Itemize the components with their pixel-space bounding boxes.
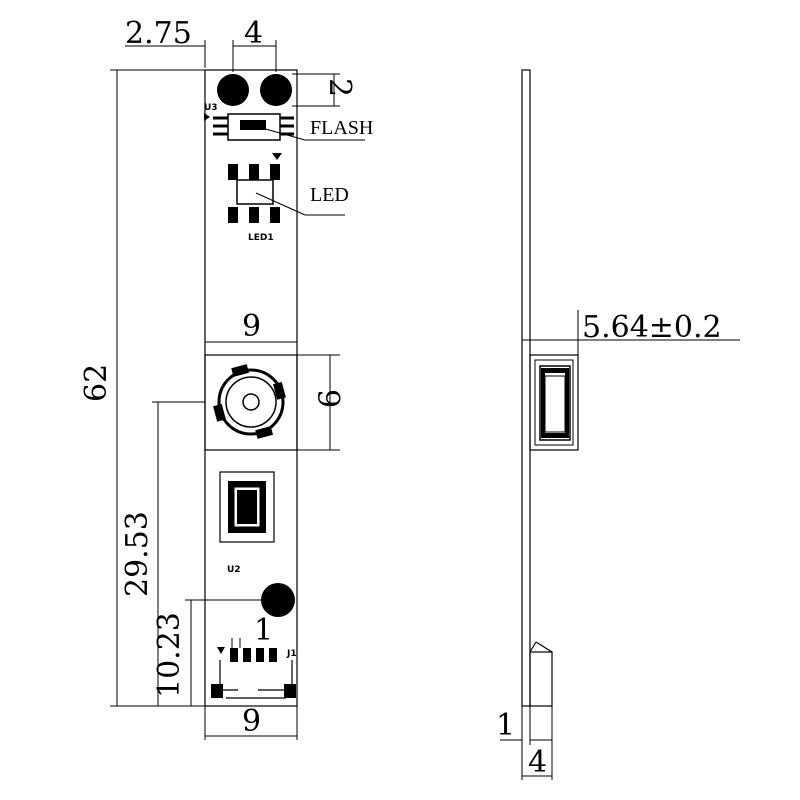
dimension-lines: [110, 40, 340, 740]
dim-hole-spacing: 4: [244, 16, 263, 51]
flash-leader: [261, 127, 306, 141]
dim-hole-diameter: 2: [322, 78, 357, 97]
dim-lens-width: 9: [242, 309, 261, 344]
lens-holder: [213, 364, 286, 439]
u2-label: U2: [227, 565, 241, 575]
dim-board-thickness: 1: [496, 708, 515, 743]
led-leader: [255, 192, 306, 216]
side-dimension-lines: [500, 310, 740, 780]
led1-label: LED1: [248, 233, 274, 243]
dim-total-length: 62: [79, 364, 114, 402]
j1-label: J1: [286, 649, 297, 659]
dim-mount-hole-position: 10.23: [152, 612, 187, 698]
dim-lens-thickness: 5.64±0.2: [582, 310, 722, 345]
lens-module-side: [529, 354, 579, 451]
dim-connector-depth: 4: [528, 745, 547, 780]
dim-lens-height: 9: [310, 389, 345, 408]
connector-side: [529, 651, 553, 707]
connector-j1: [211, 638, 296, 699]
board-side: [521, 69, 531, 707]
side-view: [521, 69, 579, 707]
dim-bottom-width: 9: [242, 704, 261, 739]
mount-hole-right: [260, 74, 292, 106]
mount-hole-bottom: [261, 583, 295, 617]
u3-label: U3: [204, 103, 218, 113]
led-label: LED: [310, 184, 349, 206]
processor-chip-u2: [219, 471, 275, 543]
led-chip-led1: [228, 153, 282, 223]
dim-lens-position: 29.53: [120, 511, 155, 597]
dim-hole-offset: 2.75: [125, 16, 192, 51]
flash-label: FLASH: [310, 117, 373, 139]
mount-hole-left: [217, 74, 249, 106]
dim-connector-pin: 1: [254, 613, 273, 648]
flash-chip-u3: [204, 113, 294, 141]
